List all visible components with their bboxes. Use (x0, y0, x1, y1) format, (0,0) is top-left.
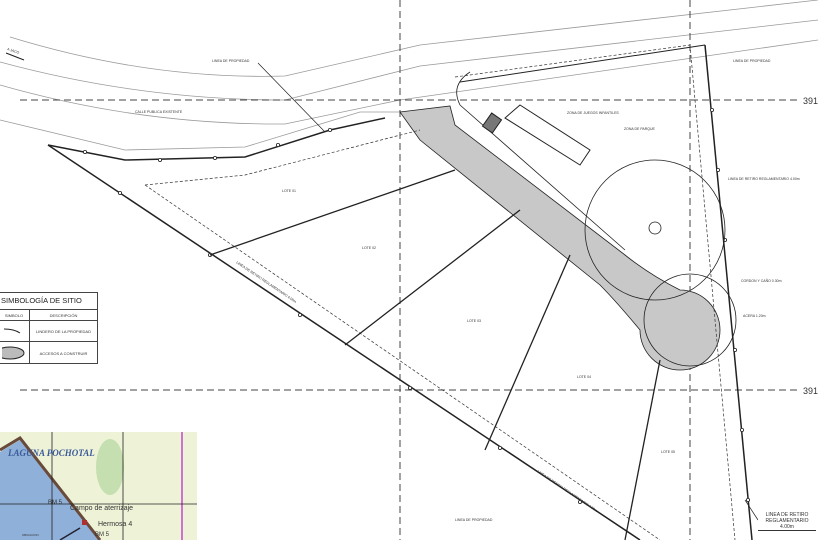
direction-label: A JACO (7, 47, 20, 55)
site-label: UBICACION (22, 533, 39, 537)
access-symbol-icon (2, 346, 25, 360)
grid-lines (20, 0, 798, 540)
sidewalk-label: ACERA 1.20m (743, 314, 766, 318)
property-boundary (47, 44, 753, 540)
setback-label-bottom-right: LINEA DE RETIRO REGLAMENTARIO 4.00m (758, 512, 816, 531)
town-label: Hermosa 4 (98, 521, 132, 528)
airstrip-label: Campo de aterrizaje (70, 505, 133, 512)
legend-title: SIMBOLOGÍA DE SITIO (0, 293, 97, 310)
grid-label-bottom: 391 (803, 386, 818, 396)
setback-label-right: LINEA DE RETIRO REGLAMENTARIO 4.00m (728, 177, 800, 181)
park-label: ZONA DE PARQUE (624, 127, 656, 131)
property-line-label: LINEA DE PROPIEDAD (212, 59, 250, 63)
park-center-marker (648, 221, 662, 235)
lot-label-2: LOTE 02 (362, 246, 376, 250)
boundary-line-symbol-icon (4, 328, 21, 334)
park-zone (584, 159, 726, 301)
lot-label-1: LOTE 01 (282, 189, 296, 193)
direction-arrow: A JACO (5, 47, 25, 61)
location-map: LAGUNA POCHOTAL Campo de aterrizaje Herm… (0, 432, 197, 540)
lot-label-3: LOTE 03 (467, 319, 481, 323)
setback-label-diagonal: LINEA DE RETIRO REGLAMENTARIO 4.00m (235, 261, 297, 304)
existing-street (0, 0, 818, 151)
lagoon-label: LAGUNA POCHOTAL (7, 448, 95, 458)
playground-label: ZONA DE JUEGOS INFANTILES (567, 111, 619, 115)
site-legend: SIMBOLOGÍA DE SITIO SIMBOLO DESCRIPCIÓN … (0, 292, 98, 364)
curb-label: CORDON Y CAÑO 0.30m (741, 278, 782, 283)
grid-label-top: 391 (803, 96, 818, 106)
access-road (399, 71, 737, 371)
playground-zone (481, 104, 591, 166)
setback-lines (144, 44, 736, 540)
legend-row-access: ACCESOS A CONSTRUIR (39, 350, 88, 356)
lot-label-4: LOTE 04 (577, 375, 591, 379)
lot-lines (209, 169, 661, 540)
bm-label-top: BM 5 (48, 500, 63, 506)
legend-col-description: DESCRIPCIÓN (49, 312, 78, 318)
street-label: CALLE PUBLICA EXISTENTE (135, 110, 183, 114)
legend-col-symbol: SIMBOLO (0, 310, 30, 320)
bm-label-bottom: BM 5 (95, 532, 110, 538)
setback-leader-bottom-right (744, 499, 759, 521)
legend-row-boundary: LINDERO DE LA PROPIEDAD (36, 328, 91, 334)
property-line-label-bottom: LINEA DE PROPIEDAD (455, 518, 493, 522)
property-line-label-right: LINEA DE PROPIEDAD (733, 59, 771, 63)
location-map-graphic: LAGUNA POCHOTAL Campo de aterrizaje Herm… (0, 432, 197, 540)
lot-label-5: LOTE 05 (661, 450, 675, 454)
